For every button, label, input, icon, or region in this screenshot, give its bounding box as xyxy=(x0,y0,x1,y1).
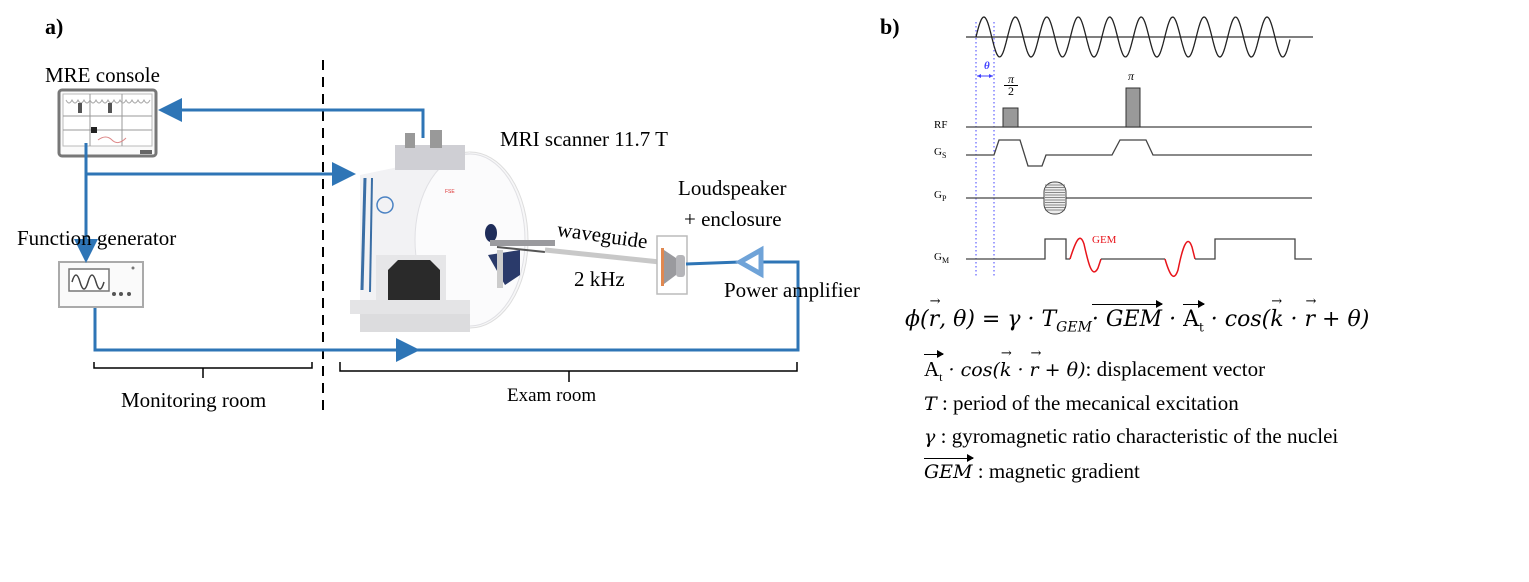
legend-displacement: At · cos(k · r + θ): displacement vector xyxy=(924,346,1266,385)
amplifier-triangle-icon xyxy=(734,245,764,279)
power-amplifier-label: Power amplifier xyxy=(724,278,860,302)
legend-text-gyromagnetic: : gyromagnetic ratio characteristic of t… xyxy=(935,424,1339,448)
signal-amplifier-to-speaker xyxy=(685,260,741,266)
gs-trace xyxy=(966,139,1312,167)
legend-gyromagnetic: γ : gyromagnetic ratio characteristic of… xyxy=(924,424,1338,449)
function-generator-icon xyxy=(58,261,144,308)
legend-symbol-a-sub: t xyxy=(939,370,943,385)
gp-main: G xyxy=(934,189,942,201)
gem-lobe-2 xyxy=(1164,240,1196,278)
gm-sub: M xyxy=(941,256,950,266)
ninety-num: π xyxy=(1004,73,1018,86)
phase-encode-gradient-icon xyxy=(1043,181,1067,215)
oscilloscope-console-icon xyxy=(57,88,158,158)
signal-generator-to-amplifier xyxy=(93,260,800,352)
legend-gradient: GEM : magnetic gradient xyxy=(924,454,1140,484)
legend-text-displacement: : displacement vector xyxy=(1085,357,1266,381)
legend-text-period: : period of the mecanical excitation xyxy=(936,391,1239,415)
panel-a-label: a) xyxy=(45,14,64,39)
svg-text:FSE: FSE xyxy=(445,189,455,195)
mri-scanner-image: FSE xyxy=(350,130,529,332)
legend-symbol-gamma: γ xyxy=(924,426,936,448)
exam-room-label: Exam room xyxy=(507,385,597,406)
loudspeaker-icon xyxy=(656,235,688,295)
legend-text-gradient: : magnetic gradient xyxy=(972,459,1140,483)
gs-label: GS xyxy=(934,146,946,160)
gs-main: G xyxy=(934,146,942,158)
gp-sub: P xyxy=(941,194,947,204)
exam-room-bracket xyxy=(339,362,798,382)
loudspeaker-label: Loudspeaker xyxy=(678,176,787,200)
gm-label: GM xyxy=(934,251,949,265)
ninety-pulse-label: π 2 xyxy=(1004,73,1018,98)
mri-scanner-label: MRI scanner 11.7 T xyxy=(500,127,668,151)
frequency-label: 2 kHz xyxy=(574,267,625,291)
one-eighty-pulse-label: π xyxy=(1128,69,1135,83)
rf-label: RF xyxy=(934,119,948,131)
ninety-den: 2 xyxy=(1008,84,1014,98)
gp-label: GP xyxy=(934,189,946,203)
gem-lobe-1 xyxy=(1069,237,1102,273)
gm-main: G xyxy=(934,251,942,263)
enclosure-label: + enclosure xyxy=(684,207,782,231)
panel-b-label: b) xyxy=(880,14,900,39)
legend-period: T : period of the mecanical excitation xyxy=(924,391,1239,416)
gem-label: GEM xyxy=(1092,234,1117,246)
rf-pulse-180 xyxy=(1125,87,1141,128)
function-generator-label: Function generator xyxy=(17,226,177,250)
gm-trace xyxy=(966,238,1070,260)
phase-equation: ϕ(r, θ) = γ · TGEM · GEM · At · cos(k · … xyxy=(905,294,1369,335)
signal-scanner-to-console xyxy=(158,98,425,138)
theta-label: θ xyxy=(984,60,990,72)
monitoring-room-bracket xyxy=(93,362,313,378)
legend-symbol-a: A xyxy=(924,357,940,381)
mre-console-label: MRE console xyxy=(45,63,160,87)
legend-symbol-t: T xyxy=(924,393,937,415)
mechanical-wave xyxy=(975,16,1291,58)
monitoring-room-label: Monitoring room xyxy=(121,388,267,412)
rf-pulse-90 xyxy=(1002,107,1019,128)
waveguide-rod xyxy=(488,240,661,288)
legend-symbol-gem: GEM xyxy=(924,454,974,483)
gs-sub: S xyxy=(941,151,947,161)
